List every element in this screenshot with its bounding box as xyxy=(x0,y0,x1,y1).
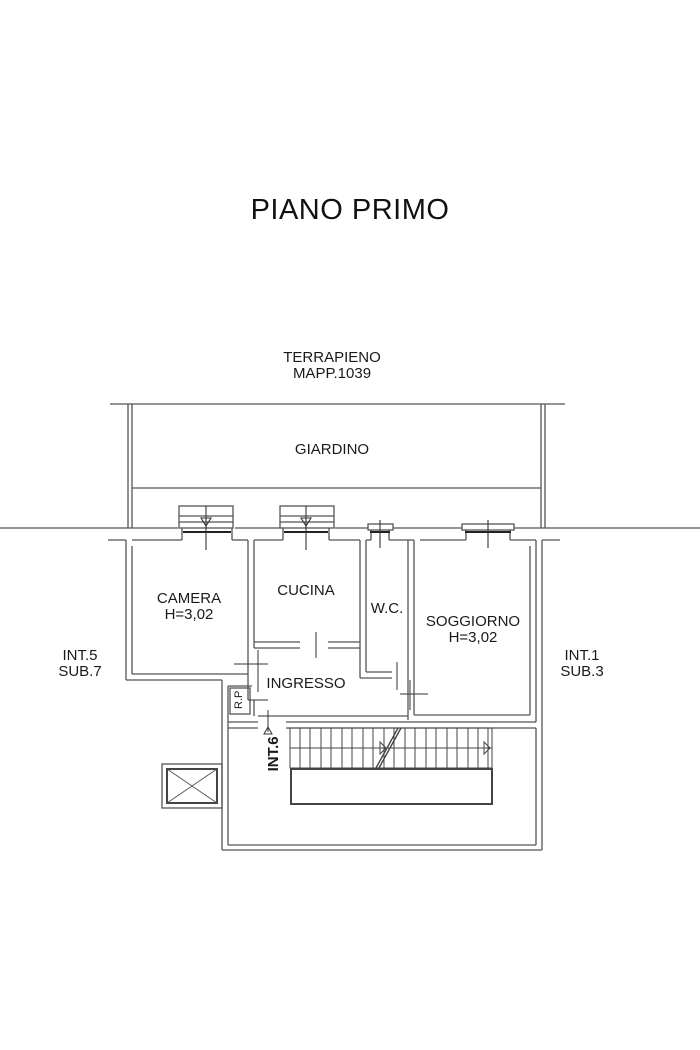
north-neighbor-line1: TERRAPIENO xyxy=(283,349,381,366)
north-neighbor-line2: MAPP.1039 xyxy=(292,364,372,382)
north-neighbor-label: TERRAPIENO MAPP.1039 xyxy=(232,350,432,382)
east-neighbor-line2: SUB.3 xyxy=(560,662,604,680)
west-neighbor-line1: INT.5 xyxy=(62,647,98,664)
east-neighbor-line1: INT.1 xyxy=(564,647,600,664)
east-neighbor-label: INT.1 SUB.3 xyxy=(542,648,622,680)
rp-label: R.P xyxy=(233,690,246,709)
garden-label: GIARDINO xyxy=(294,441,370,458)
west-neighbor-line2: SUB.7 xyxy=(58,662,102,680)
room-soggiorno-name: SOGGIORNO xyxy=(425,613,521,630)
room-camera-name: CAMERA xyxy=(156,590,222,607)
page-title: PIANO PRIMO xyxy=(250,194,450,226)
room-camera: CAMERA H=3,02 xyxy=(132,591,246,623)
room-soggiorno-height: H=3,02 xyxy=(448,628,498,646)
int6-label: INT.6 xyxy=(265,736,283,772)
room-camera-height: H=3,02 xyxy=(164,605,214,623)
west-neighbor-label: INT.5 SUB.7 xyxy=(40,648,120,680)
room-ingresso: INGRESSO xyxy=(266,675,346,692)
room-cucina: CUCINA xyxy=(277,582,335,599)
room-wc: W.C. xyxy=(370,600,404,617)
room-soggiorno: SOGGIORNO H=3,02 xyxy=(414,614,532,646)
